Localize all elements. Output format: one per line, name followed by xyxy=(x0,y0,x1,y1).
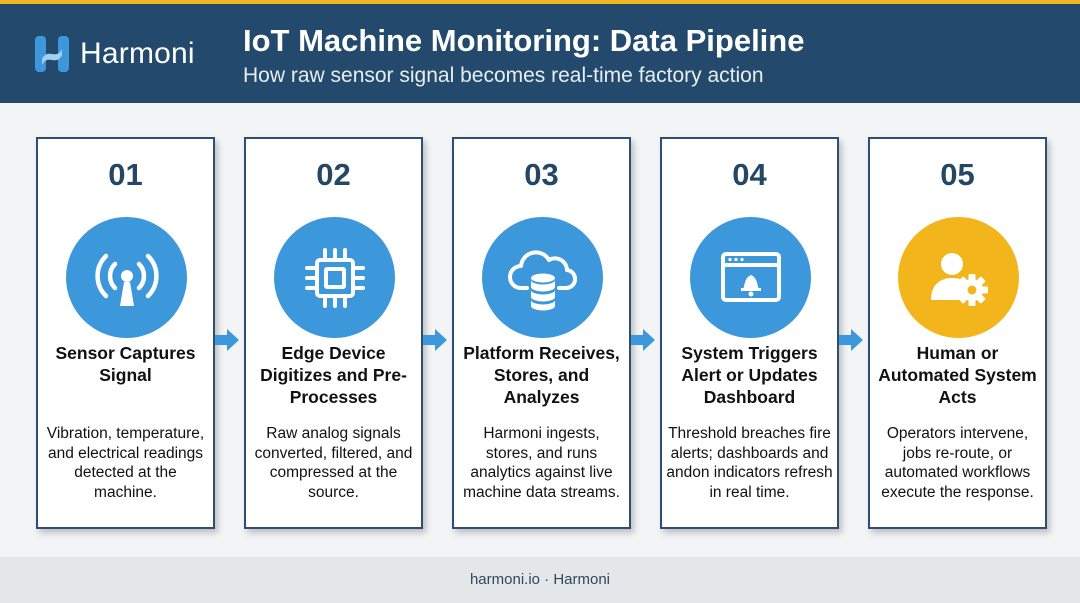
user-gear-icon xyxy=(898,217,1019,338)
antenna-signal-icon xyxy=(66,217,187,338)
chip-icon xyxy=(274,217,395,338)
step-description: Threshold breaches fire alerts; dashboar… xyxy=(666,425,833,501)
harmoni-logo-icon xyxy=(35,36,69,72)
browser-bell-icon xyxy=(690,217,811,338)
step-number: 03 xyxy=(524,157,559,192)
arrow-right-icon xyxy=(423,329,447,351)
step-card-2: 02 Edge Device Digitizes and Pre-Process… xyxy=(244,137,423,529)
step-title: Sensor Captures Signal xyxy=(55,343,196,385)
step-title: Human or Automated System Acts xyxy=(878,343,1037,407)
footer: harmoni.io · Harmoni xyxy=(0,557,1080,603)
cloud-database-icon xyxy=(482,217,603,338)
page-subtitle: How raw sensor signal becomes real-time … xyxy=(243,64,764,87)
step-description: Vibration, temperature, and electrical r… xyxy=(46,425,205,501)
arrow-right-icon xyxy=(839,329,863,351)
step-number: 01 xyxy=(108,157,143,192)
step-card-1: 01 Sensor Captures Signal Vibration, tem… xyxy=(36,137,215,529)
step-card-5: 05 Human or Automated System xyxy=(868,137,1047,529)
step-description: Raw analog signals converted, filtered, … xyxy=(254,425,413,501)
brand-name: Harmoni xyxy=(80,37,195,70)
step-title: Edge Device Digitizes and Pre-Processes xyxy=(260,343,407,407)
arrow-right-icon xyxy=(631,329,655,351)
step-description: Operators intervene, jobs re-route, or a… xyxy=(881,425,1034,501)
brand-logo[interactable]: Harmoni xyxy=(34,34,195,74)
step-card-4: 04 System Triggers Alert or Updates Dash… xyxy=(660,137,839,529)
page-title: IoT Machine Monitoring: Data Pipeline xyxy=(243,23,805,58)
step-number: 02 xyxy=(316,157,351,192)
step-card-3: 03 Platform Receives, Stores, and Analyz… xyxy=(452,137,631,529)
footer-text[interactable]: harmoni.io · Harmoni xyxy=(469,571,611,588)
step-title: Platform Receives, Stores, and Analyzes xyxy=(463,343,620,407)
step-number: 05 xyxy=(940,157,975,192)
step-title: System Triggers Alert or Updates Dashboa… xyxy=(681,343,818,407)
step-description: Harmoni ingests, stores, and runs analyt… xyxy=(463,425,620,501)
arrow-right-icon xyxy=(215,329,239,351)
step-number: 04 xyxy=(732,157,767,192)
header-banner: Harmoni IoT Machine Monitoring: Data Pip… xyxy=(0,0,1080,103)
